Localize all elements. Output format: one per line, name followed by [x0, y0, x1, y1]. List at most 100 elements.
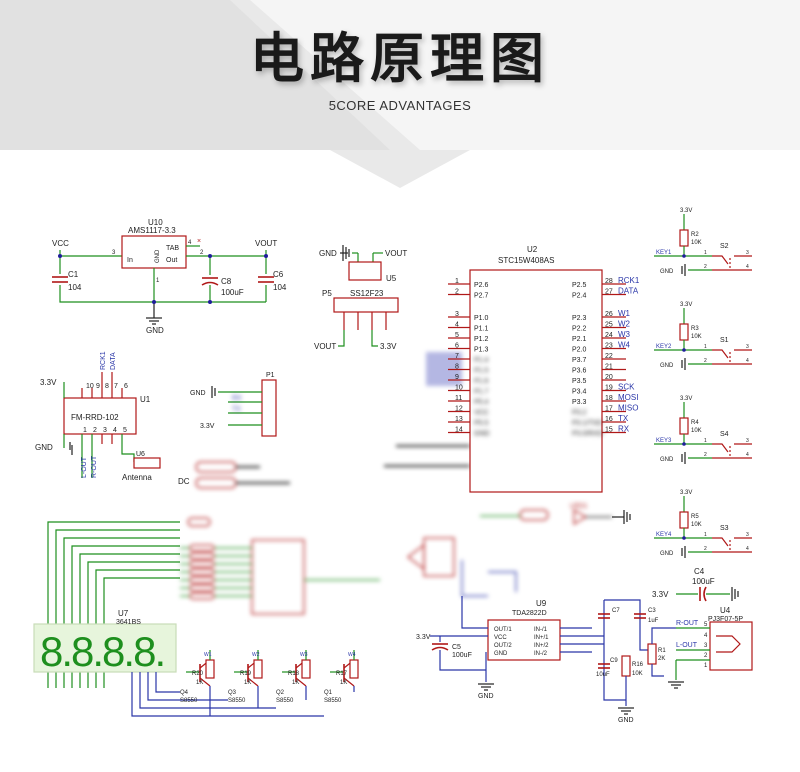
transistor-net: W3 — [300, 652, 308, 658]
r16-value: 10K — [632, 671, 643, 677]
c8-value: 100uF — [221, 288, 244, 297]
u2-left-pin-num: 4 — [455, 322, 459, 329]
transistor-emitter — [199, 677, 211, 687]
switch-pin: 1 — [704, 532, 707, 538]
c6-ref: C6 — [273, 270, 284, 279]
u2-right-pin-num: 24 — [605, 332, 613, 339]
transistor-ref: Q3 — [228, 690, 237, 696]
u9-right-pin-1: IN-/1 — [534, 627, 548, 633]
resistor-value: 1K — [292, 680, 299, 686]
u5-ref: U5 — [386, 274, 397, 283]
u2-net-label: W3 — [618, 330, 631, 339]
pullup-ref: R2 — [691, 232, 699, 238]
r16-ref: R16 — [632, 662, 644, 668]
u1-bottom-pin-5: 5 — [123, 427, 127, 434]
pullup-resistor — [679, 229, 689, 247]
transistor-net: W1 — [204, 652, 212, 658]
u2-right-pin-num: 26 — [605, 311, 613, 318]
u4-part: PJ3F07-5P — [708, 616, 743, 623]
u2-left-pin-wires: 1P2.62P2.73P1.04P1.15P1.26P1.37P1.48P1.5… — [448, 278, 490, 438]
u10-pin1: 1 — [156, 278, 160, 284]
u4-pin-1: 1 — [704, 663, 708, 669]
u1-bottom-pin-4: 4 — [113, 427, 117, 434]
p1-net-rx: RX — [232, 395, 242, 402]
switch-gnd-label: GND — [660, 457, 674, 463]
switch-key-label: KEY3 — [656, 438, 672, 444]
u2-ref: U2 — [527, 245, 538, 254]
u2-right-pin-num: 28 — [605, 278, 613, 285]
u2-left-pin-name: P2.6 — [474, 282, 489, 289]
u7-digit-select-wires — [131, 672, 324, 717]
switch-pin: 2 — [704, 264, 707, 270]
u4-lout-label: L-OUT — [676, 642, 698, 649]
u7-display-digits: 8.8.8.8. — [40, 628, 164, 675]
u2-left-pin-num: 8 — [455, 364, 459, 371]
base-resistor — [301, 659, 311, 679]
pullup-ref: R4 — [691, 420, 699, 426]
u1-net-lout: L-OUT — [81, 456, 88, 478]
u9-left-pin-2: VCC — [494, 635, 507, 641]
transistor-part: S8550 — [324, 698, 342, 704]
switch-contact — [712, 349, 729, 359]
r1-ref: R1 — [658, 648, 666, 654]
u2-net-label: DATA — [618, 287, 639, 296]
c4-ref: C4 — [694, 567, 705, 576]
u2-right-pin-name: P2.3 — [572, 315, 587, 322]
u2-left-pin-name: P1.3 — [474, 347, 489, 354]
transistor-ref: Q2 — [276, 690, 285, 696]
u2-right-pin-num: 25 — [605, 322, 613, 329]
led-label: LED1 — [570, 503, 588, 510]
u2-left-pin-num: 10 — [455, 385, 463, 392]
transistor-part: S8550 — [180, 698, 198, 704]
banner-decoration — [0, 0, 800, 150]
u2-left-pin-name: VCC — [474, 410, 489, 417]
switch-pin: 3 — [746, 250, 749, 256]
transistor-emitter — [343, 677, 355, 687]
pullup-resistor — [679, 323, 689, 341]
u1-v33-label: 3.3V — [40, 378, 57, 387]
u2-right-pin-name: P3.4 — [572, 389, 587, 396]
u7-part: 3641BS — [116, 619, 141, 626]
u2-right-pin-num: 17 — [605, 406, 613, 413]
c4-v33-label: 3.3V — [652, 590, 669, 599]
switch-pin: 1 — [704, 344, 707, 350]
u1-net-rout: R-OUT — [91, 455, 98, 478]
u2-left-pin-num: 5 — [455, 332, 459, 339]
u9-gnd-label: GND — [478, 693, 494, 700]
u2-left-pin-num: 3 — [455, 311, 459, 318]
resistor-ref: R18 — [288, 671, 300, 677]
junction-dot — [682, 442, 686, 446]
u2-right-pin-wires: 28P2.5RCK127P2.4DATA26P2.3W125P2.2W224P2… — [572, 276, 640, 438]
pullup-value: 10K — [691, 522, 702, 528]
resistor-value: 1K — [244, 680, 251, 686]
transistor-part: S8550 — [276, 698, 294, 704]
u2-right-pin-name: P3.0/RXD — [572, 431, 603, 438]
switch-pin: 4 — [746, 264, 749, 270]
u1-bottom-pin-2: 2 — [93, 427, 97, 434]
u2-left-pin-num: 12 — [455, 406, 463, 413]
u1-net-data: DATA — [110, 352, 117, 370]
u5-p5-block — [333, 245, 399, 347]
u9-left-pin-4: GND — [494, 651, 508, 657]
switch-ref: S4 — [720, 431, 729, 438]
u2-left-pin-num: 11 — [455, 395, 462, 402]
switch-contact — [712, 443, 729, 453]
switch-pin: 1 — [704, 438, 707, 444]
u2-right-pin-num: 18 — [605, 395, 613, 402]
pullup-value: 10K — [691, 240, 702, 246]
switch-ref: S1 — [720, 337, 729, 344]
c4-u4-block — [668, 586, 753, 689]
u2-left-pin-num: 6 — [455, 343, 459, 350]
c1-value: 104 — [68, 283, 82, 292]
switch-key-label: KEY2 — [656, 344, 672, 350]
u1-ref: U1 — [140, 395, 151, 404]
u2-right-pin-name: P3.2 — [572, 410, 587, 417]
u10-regulator-block: × — [52, 235, 274, 325]
banner-arrow — [330, 150, 470, 188]
u2-left-pin-name: GND — [474, 431, 490, 438]
u5-gnd-label: GND — [319, 249, 337, 258]
u2-right-pin-num: 21 — [605, 364, 613, 371]
u2-net-label: W1 — [618, 309, 631, 318]
u2-right-pin-name: P3.3 — [572, 399, 587, 406]
u2-left-pin-num: 2 — [455, 289, 459, 296]
